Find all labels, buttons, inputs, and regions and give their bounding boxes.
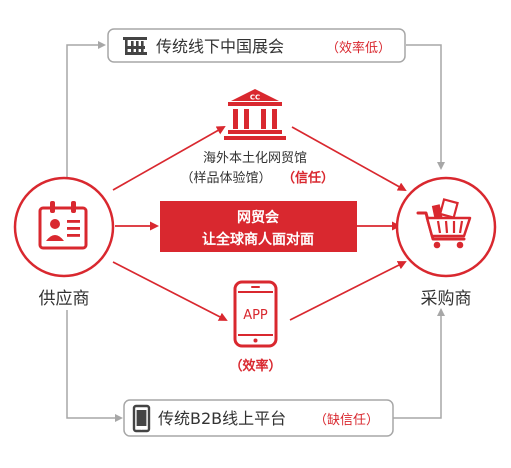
banner-line1: 网贸会: [237, 209, 280, 226]
overseas-to-buyer-arrow: [291, 126, 407, 191]
buyer-label: 采购商: [421, 289, 472, 309]
b2b-label: 传统B2B线上平台: [158, 409, 286, 428]
supplier-to-app-arrow: [112, 261, 228, 321]
red-connectors: [112, 126, 407, 321]
b2b-tag: （缺信任）: [314, 413, 379, 428]
overseas-line2: （样品体验馆）: [180, 170, 271, 186]
smartphone-icon: [233, 280, 278, 348]
gray-connectors: [66, 41, 445, 422]
expo-tag: （效率低）: [326, 40, 391, 56]
supplier-to-platform-connector: [66, 310, 123, 422]
bank-emblem: CC: [250, 94, 260, 102]
supplier-label: 供应商: [39, 289, 90, 309]
app-tag: （效率）: [229, 358, 281, 374]
buyer-node: 采购商: [395, 176, 497, 309]
expo-label: 传统线下中国展会: [156, 37, 284, 56]
traditional-expo-box: 传统线下中国展会 （效率低）: [107, 28, 406, 63]
supplier-node: 供应商: [13, 176, 115, 309]
supplier-to-overseas-arrow: [112, 126, 226, 191]
id-card-icon: [38, 201, 88, 250]
center-banner: 网贸会 让全球商人面对面: [160, 201, 357, 252]
expo-to-buyer-connector: [406, 44, 445, 170]
phone-icon: [132, 404, 151, 433]
overseas-line1: 海外本土化网贸馆: [203, 151, 307, 166]
app-text: APP: [243, 308, 268, 323]
overseas-pavilion: CC 海外本土化网贸馆 （样品体验馆） （信任）: [180, 89, 334, 186]
banner-line2: 让全球商人面对面: [202, 231, 314, 248]
bank-building-icon: CC: [224, 89, 286, 140]
app-node: APP （效率）: [229, 280, 282, 374]
building-icon: [123, 37, 147, 55]
supplier-to-expo-connector: [66, 41, 106, 177]
platform-to-buyer-connector: [393, 308, 445, 419]
traditional-b2b-box: 传统B2B线上平台 （缺信任）: [123, 399, 394, 437]
shopping-cart-icon: [416, 198, 472, 249]
app-to-buyer-arrow: [289, 261, 407, 321]
overseas-tag: （信任）: [282, 170, 334, 186]
